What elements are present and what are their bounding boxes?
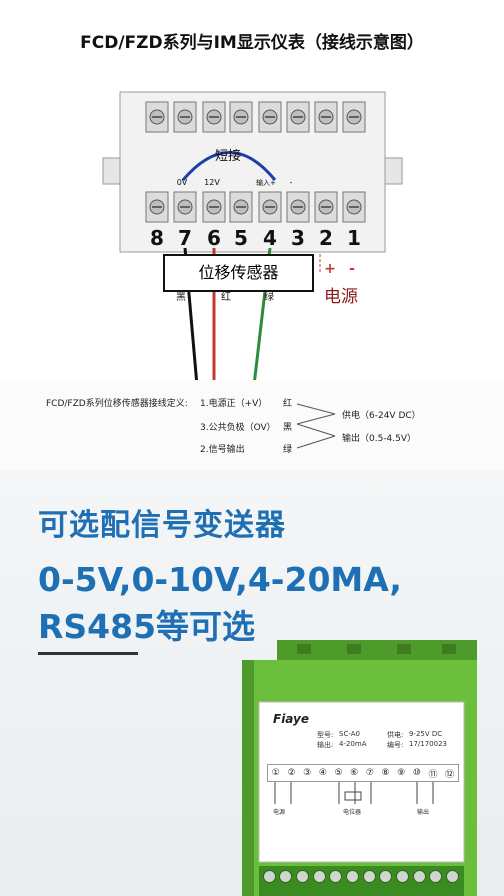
panel-right-tab: [384, 157, 403, 185]
device-terminal-screw: [279, 870, 293, 883]
device-supply-label: 供电:: [387, 731, 404, 739]
device-terminal-screw: [346, 870, 360, 883]
power-minus: -: [349, 261, 355, 277]
legend-row-2-label: 3.公共负极（OV）: [200, 423, 276, 433]
device-terminal-screw: [312, 870, 326, 883]
device-terminal-screw: [396, 870, 410, 883]
legend-row-3-color: 绿: [283, 445, 293, 455]
wire-label-black: 黑: [176, 291, 186, 303]
power-label: 电源: [324, 287, 358, 307]
short-label: 短接: [215, 148, 241, 164]
device-serial-value: 17/170023: [409, 740, 447, 748]
legend-row-3-label: 2.信号输出: [200, 445, 245, 455]
device-terminal-number: ⑩: [412, 768, 421, 778]
device-terminal-screw: [329, 870, 343, 883]
legend-supply: 供电（6-24V DC）: [342, 411, 421, 421]
promo-divider: [38, 652, 138, 655]
terminal-number: 6: [207, 226, 221, 250]
legend-connectors: [296, 403, 336, 449]
device-terminal-screw: [379, 870, 393, 883]
promo-title: 可选配信号变送器: [38, 508, 286, 543]
promo-options-line2: RS485等可选: [38, 607, 256, 646]
device-terminal-number: ①: [271, 768, 280, 778]
device-terminal-number: ②: [287, 768, 296, 778]
label-12v: 12V: [204, 178, 220, 187]
device-model-label: 型号:: [317, 731, 334, 739]
device-terminal-number: ⑥: [350, 768, 359, 778]
device-screw-row: [261, 870, 461, 883]
transmitter-device: Fiaye 型号: SC-A0 输出: 4-20mA 供电: 9-25V DC …: [237, 640, 485, 896]
device-housing: [242, 640, 477, 896]
device-terminal-number: ⑦: [365, 768, 374, 778]
wire-label-red: 红: [221, 290, 231, 303]
legend-row-1-color: 红: [283, 399, 293, 409]
page-title: FCD/FZD系列与IM显示仪表（接线示意图）: [80, 33, 424, 53]
device-output-label: 输出:: [317, 741, 334, 749]
device-terminal-screw: [296, 870, 310, 883]
device-terminal-number: ⑫: [445, 769, 455, 780]
legend-output: 输出（0.5-4.5V）: [342, 434, 417, 444]
device-serial-label: 编号:: [387, 741, 404, 749]
device-label-pot: 电位器: [343, 809, 362, 816]
device-terminal-number: ③: [303, 768, 312, 778]
wire-label-green: 绿: [264, 290, 274, 303]
legend-row-1-label: 1.电源正（+V）: [200, 399, 268, 409]
device-supply-value: 9-25V DC: [409, 730, 443, 738]
terminal-number: 5: [234, 226, 248, 250]
legend-panel: [0, 380, 504, 470]
device-label-power: 电源: [273, 809, 286, 816]
terminal-number: 7: [178, 226, 192, 250]
label-minus: -: [290, 178, 293, 187]
device-brand: Fiaye: [273, 712, 309, 726]
device-terminal-number: ④: [318, 768, 327, 778]
device-terminal-screw: [262, 870, 276, 883]
device-terminal-number: ⑨: [397, 768, 406, 778]
terminal-number: 3: [291, 226, 305, 250]
lower-terminal-row: [145, 191, 366, 223]
device-label-output: 输出: [417, 809, 430, 816]
device-terminal-screw: [446, 870, 460, 883]
device-output-value: 4-20mA: [339, 740, 367, 748]
label-input-plus: 输入+: [256, 178, 276, 187]
terminal-number: 1: [347, 226, 361, 250]
terminal-number: 4: [263, 226, 277, 250]
legend-row-2-color: 黑: [283, 423, 293, 433]
device-schematic: [274, 782, 434, 804]
device-model-value: SC-A0: [339, 730, 360, 738]
upper-terminal-row: [145, 101, 366, 133]
power-plus: +: [324, 261, 336, 277]
device-terminal-screw: [412, 870, 426, 883]
terminal-number: 8: [150, 226, 164, 250]
legend-heading: FCD/FZD系列位移传感器接线定义:: [46, 399, 188, 409]
panel-left-tab: [102, 157, 121, 185]
device-terminal-screw: [429, 870, 443, 883]
device-terminal-screw: [362, 870, 376, 883]
device-terminal-number: ⑤: [334, 768, 343, 778]
sensor-box: 位移传感器: [163, 254, 314, 292]
promo-options-line1: 0-5V,0-10V,4-20MA,: [38, 560, 402, 599]
jumper-arc: [181, 151, 277, 181]
device-terminal-number: ⑪: [428, 769, 438, 780]
device-terminal-number: ⑧: [381, 768, 390, 778]
label-0v: 0V: [177, 178, 188, 187]
terminal-number: 2: [319, 226, 333, 250]
